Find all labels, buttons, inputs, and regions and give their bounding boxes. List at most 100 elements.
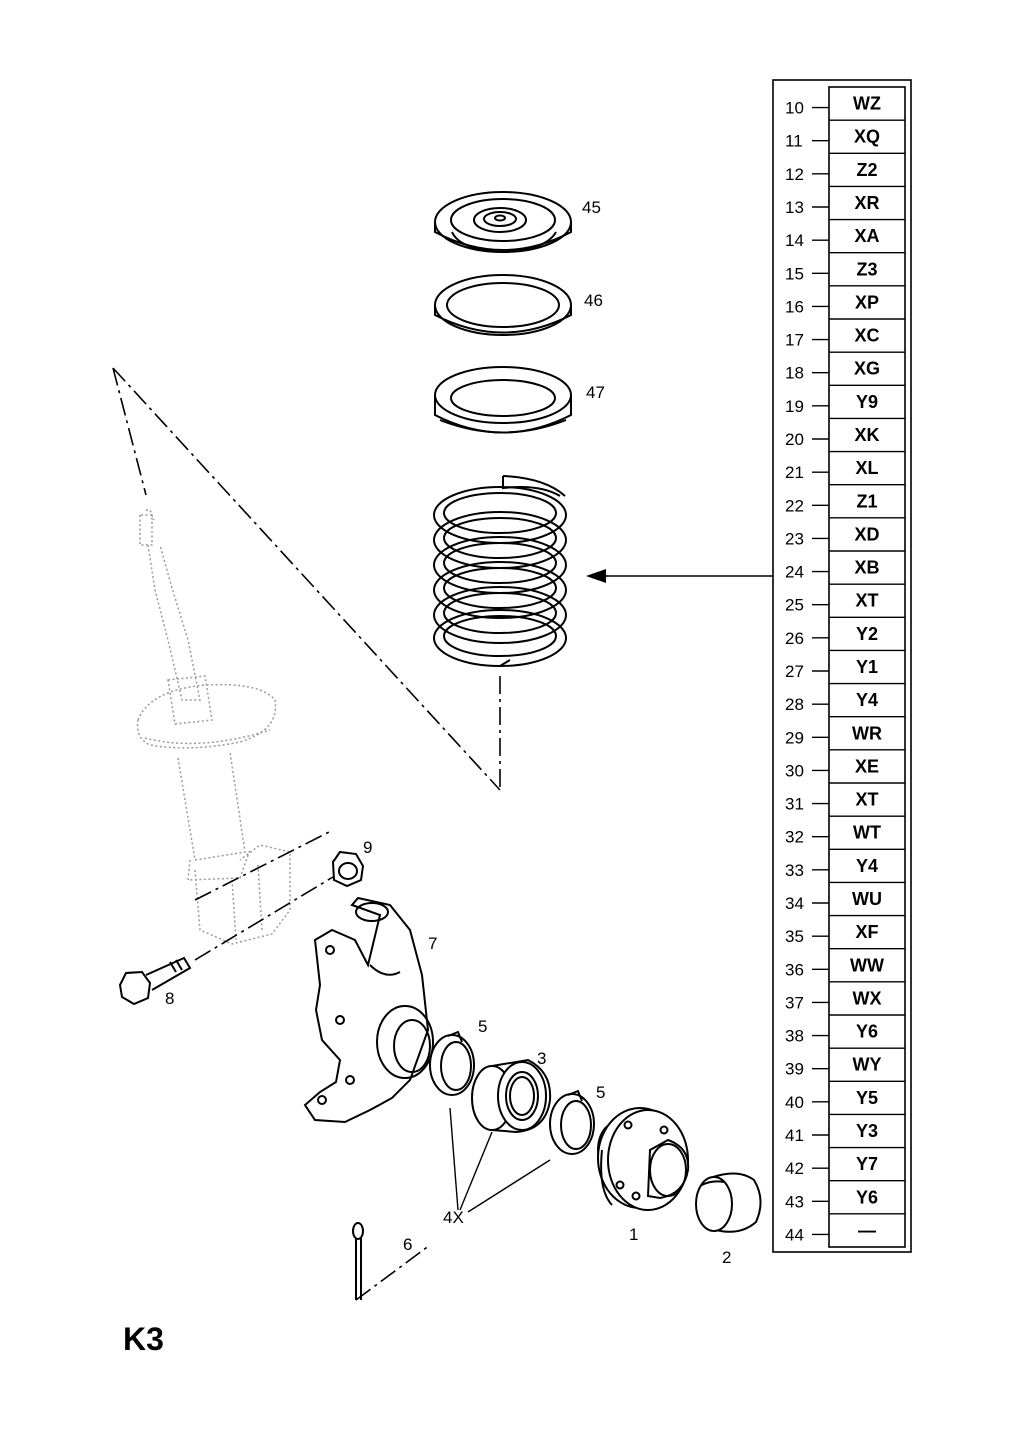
table-row-code: XQ (854, 127, 880, 147)
callout-4x: 4X (443, 1208, 464, 1227)
nut-part (331, 850, 365, 888)
table-row-number: 22 (785, 496, 804, 515)
table-row-number: 42 (785, 1159, 804, 1178)
table-row-code: Y4 (856, 856, 878, 876)
table-row-code: Y2 (856, 624, 878, 644)
table-row-number: 35 (785, 927, 804, 946)
table-row-number: 23 (785, 529, 804, 548)
table-row-code: WU (852, 889, 882, 909)
spring-seat-part (434, 274, 572, 336)
table-row-code: Y1 (856, 657, 878, 677)
table-row-code: XF (855, 922, 878, 942)
table-row-number: 33 (785, 861, 804, 880)
table-row-number: 10 (785, 99, 804, 118)
callout-3: 3 (537, 1049, 546, 1068)
strut-assembly-ghost (136, 509, 291, 945)
table-row-code: XE (855, 756, 879, 776)
table-row-code: XD (854, 524, 879, 544)
table-row-number: 19 (785, 397, 804, 416)
table-row-number: 24 (785, 563, 804, 582)
table-row-number: 17 (785, 331, 804, 350)
table-row-code: WY (853, 1055, 882, 1075)
table-row-number: 43 (785, 1192, 804, 1211)
top-mount-part (434, 191, 572, 254)
table-row-number: 36 (785, 960, 804, 979)
spring-insulator-part (434, 366, 572, 434)
table-row-number: 16 (785, 297, 804, 316)
assembly-line (112, 367, 501, 791)
dust-cap-part (695, 1172, 762, 1233)
cotter-pin-part (352, 1222, 364, 1300)
table-row-code: XP (855, 292, 879, 312)
callout-7: 7 (428, 934, 437, 953)
table-row-number: 18 (785, 364, 804, 383)
table-row-code: Z1 (856, 491, 877, 511)
table-outer-frame (772, 79, 912, 1253)
table-code-column-frame (828, 86, 906, 1248)
table-row-code: WW (850, 955, 884, 975)
table-row-number: 37 (785, 993, 804, 1012)
table-row-number: 25 (785, 596, 804, 615)
assembly-line (194, 876, 334, 961)
table-row-code: WX (853, 988, 882, 1008)
table-row-code: XG (854, 359, 880, 379)
table-row-number: 14 (785, 231, 804, 250)
callout-2: 2 (722, 1248, 731, 1267)
table-row-number: 15 (785, 264, 804, 283)
assembly-line (112, 367, 147, 496)
table-row-number: 20 (785, 430, 804, 449)
coil-spring-part (433, 475, 567, 667)
table-row-code: Y9 (856, 392, 878, 412)
table-row-number: 41 (785, 1126, 804, 1145)
table-row-code: Z2 (856, 160, 877, 180)
table-row-number: 31 (785, 795, 804, 814)
assembly-line (355, 1244, 431, 1301)
table-row-number: 40 (785, 1093, 804, 1112)
table-row-number: 39 (785, 1060, 804, 1079)
table-row-number: 13 (785, 198, 804, 217)
table-row-code: XK (854, 425, 879, 445)
table-row-number: 29 (785, 728, 804, 747)
callout-45: 45 (582, 198, 601, 217)
table-row-code: WZ (853, 94, 881, 114)
steering-knuckle-part (303, 896, 434, 1124)
table-row-code: Y7 (856, 1154, 878, 1174)
assembly-line (194, 829, 334, 901)
callout-1: 1 (629, 1225, 638, 1244)
table-row-code: Z3 (856, 259, 877, 279)
table-row-code: XC (854, 326, 879, 346)
table-row-number: 11 (785, 132, 803, 151)
table-row-code: Y4 (856, 690, 878, 710)
callout-9: 9 (363, 838, 372, 857)
table-row-code: XT (855, 790, 878, 810)
page-label: K3 (123, 1321, 164, 1357)
callout-5a: 5 (478, 1017, 487, 1036)
table-row-number: 32 (785, 828, 804, 847)
arrow-head (586, 569, 606, 583)
table-row-code: Y3 (856, 1121, 878, 1141)
table-row-code: XB (854, 558, 879, 578)
leader-lines-4x (449, 1107, 551, 1213)
table-row-code: XT (855, 591, 878, 611)
table-row-code: Y6 (856, 1022, 878, 1042)
table-row-code: Y6 (856, 1187, 878, 1207)
callout-46: 46 (584, 291, 603, 310)
table-row-number: 44 (785, 1225, 804, 1244)
table-row-code: WT (853, 823, 881, 843)
table-row-code: XA (854, 226, 879, 246)
table-row-number: 30 (785, 761, 804, 780)
table-row-code: XR (854, 193, 879, 213)
callout-47: 47 (586, 383, 605, 402)
table-row-code: — (858, 1220, 876, 1240)
table-row-number: 38 (785, 1027, 804, 1046)
table-row-number: 34 (785, 894, 804, 913)
callout-5b: 5 (596, 1083, 605, 1102)
table-row-number: 26 (785, 629, 804, 648)
table-row-number: 28 (785, 695, 804, 714)
wheel-bearing-part (471, 1058, 552, 1134)
callout-8: 8 (165, 989, 174, 1008)
table-row-code: WR (852, 723, 882, 743)
table-row-code: Y5 (856, 1088, 878, 1108)
